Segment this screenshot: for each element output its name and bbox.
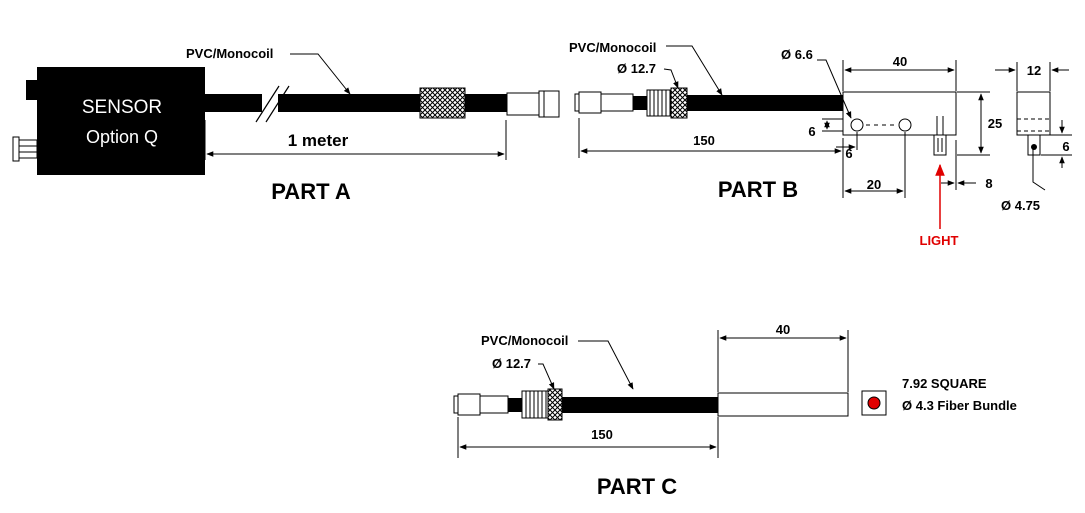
part-c-end-connector [453, 393, 509, 416]
part-b-end-connector [574, 91, 634, 114]
light-label: LIGHT [920, 233, 959, 248]
part-c-square-label: 7.92 SQUARE [902, 376, 987, 391]
part-b-dim-20-label: 20 [867, 177, 881, 192]
part-a-end-connector [506, 90, 560, 118]
cable-break-mark [255, 85, 280, 123]
sensor-label-line1: SENSOR [82, 97, 162, 118]
part-b-cable-label: PVC/Monocoil [569, 40, 656, 55]
sensor-housing [37, 67, 205, 175]
part-b-length-label: 150 [693, 133, 715, 148]
sensor-label-line2: Option Q [86, 127, 158, 147]
part-b-dim-6-below: 6 [845, 146, 852, 161]
part-b-dim-6-left: 6 [808, 124, 815, 139]
part-b-height-label: 25 [988, 116, 1002, 131]
part-a: SENSOR Option Q PVC/Monocoil 1 meter PAR… [12, 46, 560, 204]
part-b: PVC/Monocoil Ø 12.7 150 Ø 6.6 40 25 6 6 [569, 40, 1072, 248]
part-b-dim-6-right: 6 [1062, 139, 1069, 154]
part-b-aperture-dia: Ø 4.75 [1001, 198, 1040, 213]
part-b-knurled-ferrule [670, 87, 688, 119]
part-a-cable-leader [290, 53, 351, 95]
part-c-ferrule [521, 390, 549, 419]
part-c-title: PART C [597, 474, 677, 499]
part-c-fiber-bundle [867, 396, 881, 410]
part-c-cable [562, 397, 718, 413]
part-b-dim-8-label: 8 [985, 176, 992, 191]
part-b-title: PART B [718, 177, 798, 202]
part-b-ferrule [646, 89, 672, 117]
part-a-knurled-ferrule [419, 87, 466, 119]
sensor-connector-icon [12, 136, 38, 162]
part-c-bundle-label: Ø 4.3 Fiber Bundle [902, 398, 1017, 413]
part-c-knurled-ferrule [547, 388, 563, 421]
part-b-depth-label: 12 [1027, 63, 1041, 78]
part-b-aperture [933, 134, 947, 156]
part-a-length-label: 1 meter [288, 131, 349, 150]
part-b-width-label: 40 [893, 54, 907, 69]
part-c-cable-leader [578, 340, 634, 390]
part-b-hole-dia: Ø 6.6 [781, 47, 813, 62]
part-c-probe-tip [717, 392, 849, 417]
part-b-mounting-hole [850, 118, 864, 132]
cable-break-mark [265, 85, 290, 123]
part-c-ferrule-dia: Ø 12.7 [492, 356, 531, 371]
part-b-side-view [1016, 91, 1051, 136]
part-b-mounting-hole [898, 118, 912, 132]
part-b-cable-leader [666, 45, 723, 96]
part-a-title: PART A [271, 179, 351, 204]
part-c-tip-label: 40 [776, 322, 790, 337]
part-b-ferrule-dia: Ø 12.7 [617, 61, 656, 76]
part-a-cable-label: PVC/Monocoil [186, 46, 273, 61]
part-b-cable [687, 95, 843, 111]
part-c-cable-label: PVC/Monocoil [481, 333, 568, 348]
sensor-tab [26, 80, 38, 100]
part-c: 7.92 SQUARE Ø 4.3 Fiber Bundle PVC/Monoc… [453, 322, 1017, 499]
part-c-length-label: 150 [591, 427, 613, 442]
